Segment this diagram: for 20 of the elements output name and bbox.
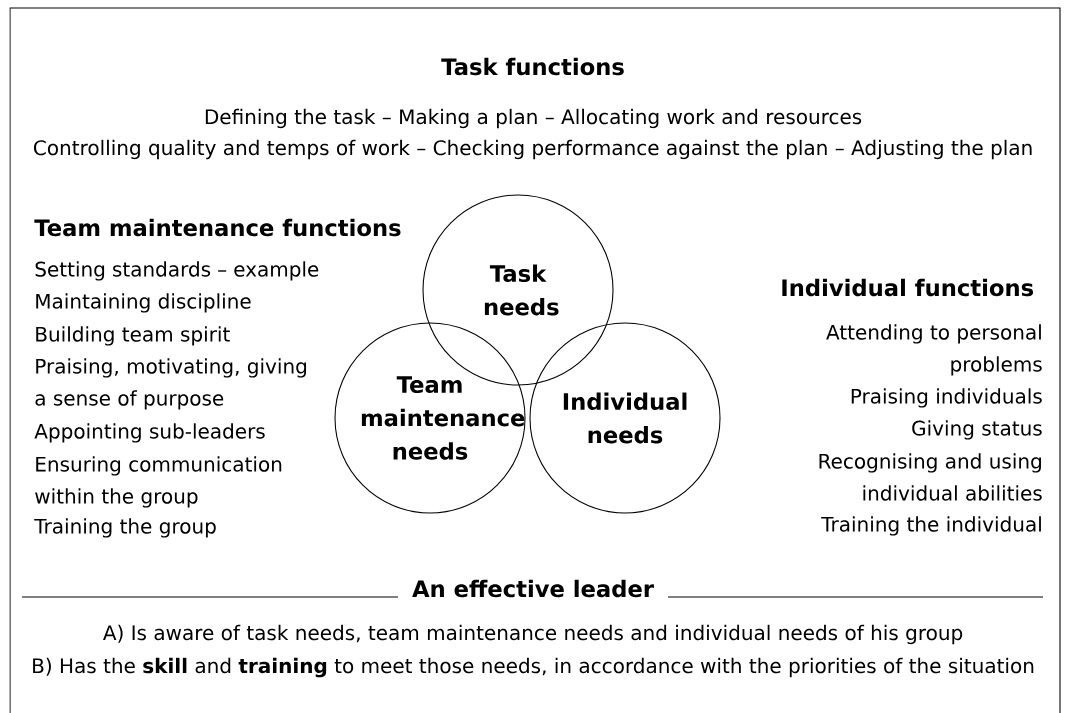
list-item: Giving status	[912, 420, 1042, 440]
text-line: A) Is aware of task needs, team maintenance needs and individual needs of his group	[103, 624, 963, 645]
text-line: B) Has the skill and training to meet those needs, in accordance with the priorities of the situation	[33, 657, 1034, 678]
list-item: Recognising and using individual abilities	[819, 453, 1042, 501]
list-item: Setting standards – example	[35, 261, 319, 281]
list-item: Training the group	[34, 518, 216, 538]
list-item: Ensuring communication within the group	[35, 456, 282, 508]
list-item: Praising, motivating, giving a sense of purpose	[35, 358, 307, 410]
list-item: Building team spirit	[36, 326, 230, 346]
list-item: Attending to personal problems	[826, 324, 1042, 376]
heading: Individual functions	[782, 278, 1034, 297]
heading: Task functions	[441, 57, 624, 76]
list-item: Training the individual	[821, 516, 1041, 536]
list-item: Praising individuals	[851, 388, 1042, 408]
heading: An effective leader	[412, 579, 654, 598]
text-line: Defining the task – Making a plan – Allocating work and resources	[205, 108, 862, 129]
list-item: Appointing sub-leaders	[34, 423, 265, 443]
list-item: Maintaining discipline	[36, 293, 251, 313]
text-line: Controlling quality and temps of work – Checking performance against the plan – Adjusting the plan	[34, 139, 1032, 160]
heading: Team maintenance functions	[34, 218, 401, 237]
